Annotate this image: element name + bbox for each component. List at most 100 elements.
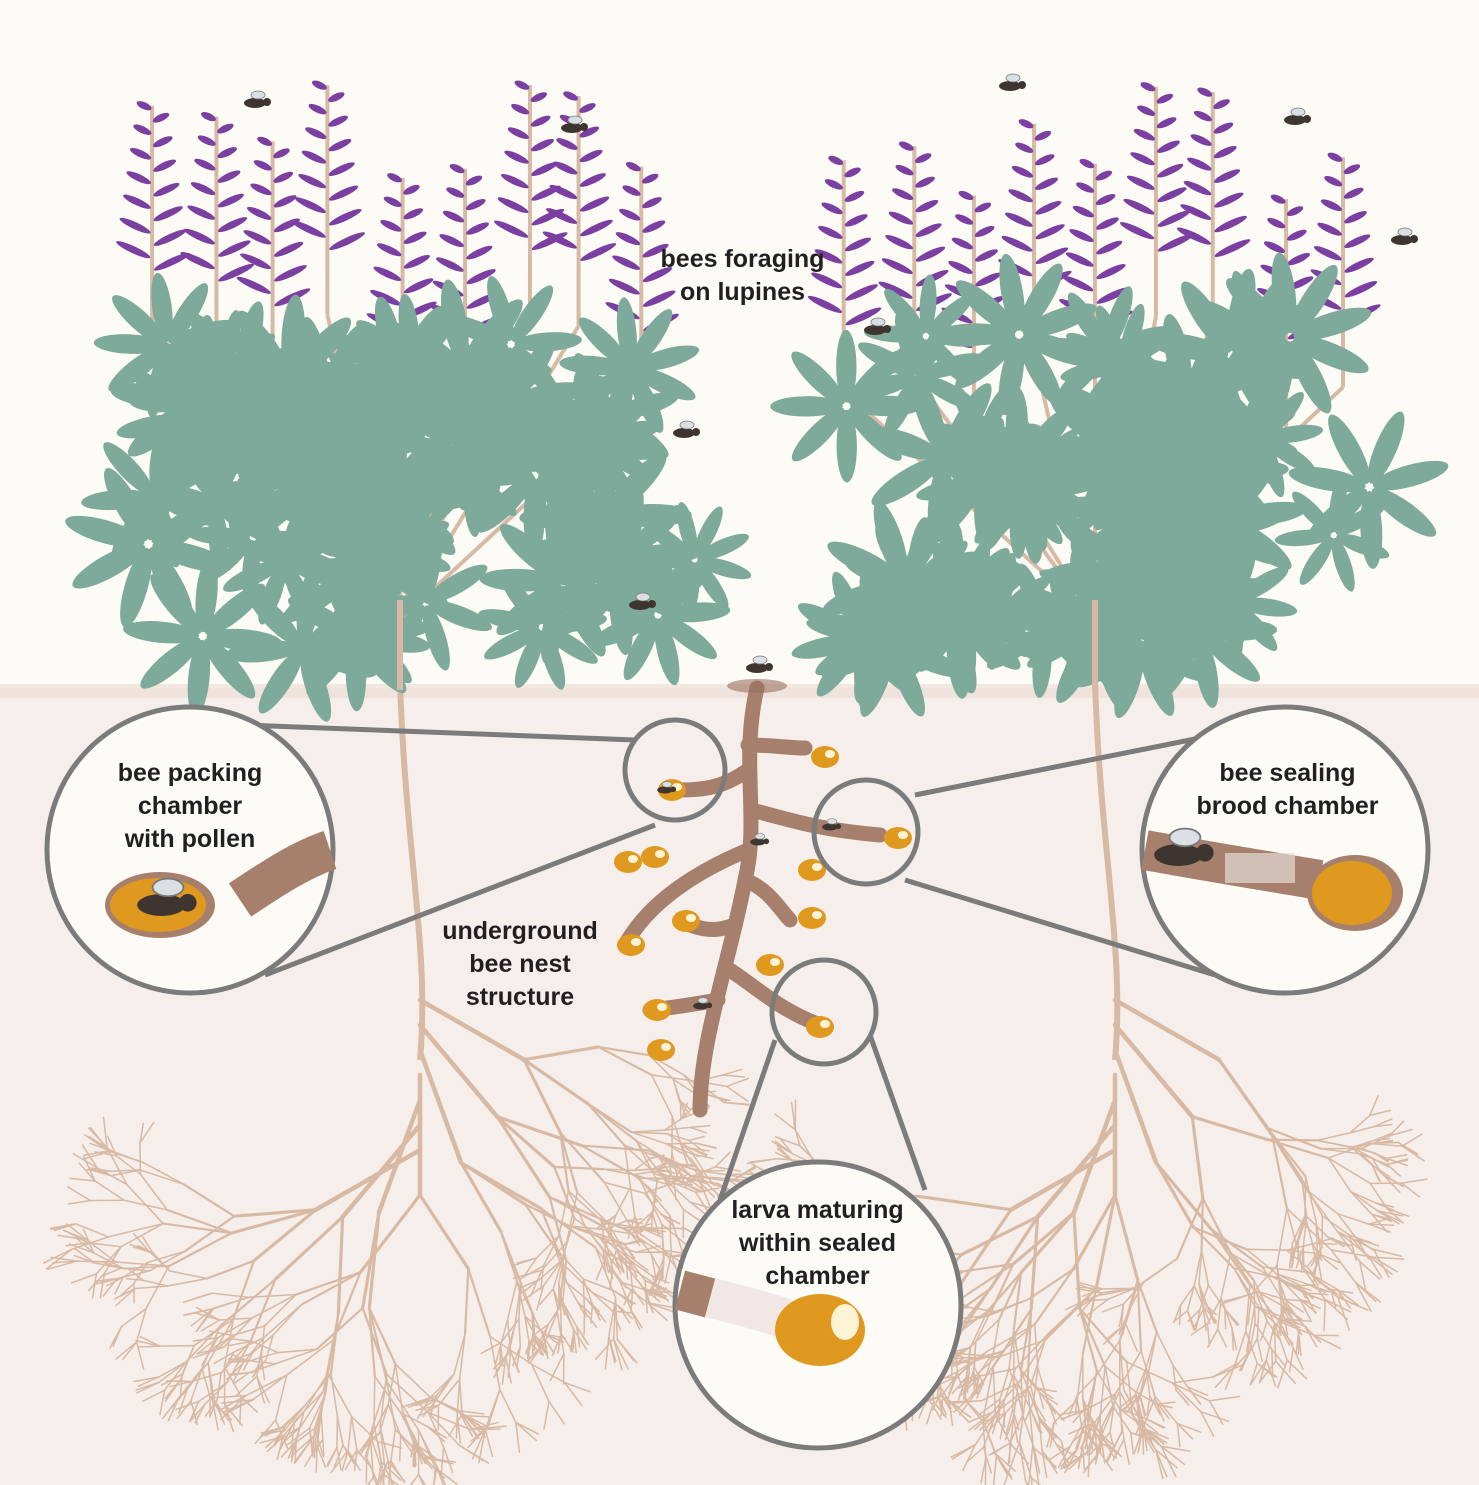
flower <box>153 159 177 172</box>
flower <box>828 155 844 166</box>
flower <box>500 173 529 189</box>
taproot <box>397 679 426 1061</box>
flower <box>152 136 173 148</box>
flower <box>465 175 483 186</box>
flower <box>1035 224 1065 240</box>
flower <box>373 266 402 281</box>
flower <box>1072 205 1094 218</box>
leaf <box>770 329 923 483</box>
flower <box>615 232 641 246</box>
leaf <box>314 333 433 451</box>
flower <box>1035 200 1062 215</box>
flower <box>153 252 190 271</box>
flower <box>514 80 530 90</box>
flower <box>1011 165 1034 178</box>
flower <box>1079 158 1095 169</box>
flower <box>387 173 402 183</box>
flower <box>1123 198 1155 215</box>
flower <box>329 232 366 251</box>
lupine-plant-icon <box>65 80 752 722</box>
brood-cell <box>641 846 669 868</box>
flower <box>1015 142 1034 153</box>
flower <box>1183 180 1212 196</box>
bee-icon <box>137 877 197 916</box>
flower <box>530 92 548 103</box>
connector-line <box>914 732 1216 798</box>
flower <box>403 184 420 195</box>
flower <box>380 219 402 232</box>
label-sealing-chamber: bee sealing brood chamber <box>1196 759 1379 820</box>
flower <box>1344 257 1374 273</box>
bee-icon <box>746 655 773 673</box>
leaf <box>1037 286 1173 422</box>
flower <box>436 257 464 272</box>
flower <box>273 171 294 183</box>
inset-tunnel <box>228 831 337 917</box>
flower <box>217 193 244 208</box>
flower <box>190 182 216 196</box>
flower <box>494 220 529 238</box>
flower <box>895 164 914 176</box>
flower <box>217 170 241 183</box>
flower <box>1187 157 1212 171</box>
flower <box>403 208 424 220</box>
flower <box>136 101 152 111</box>
flower <box>549 184 578 200</box>
flower <box>243 230 272 245</box>
flower <box>612 255 640 270</box>
leaf <box>1058 423 1232 598</box>
lupine-plant-icon <box>770 82 1449 719</box>
leaf <box>1201 377 1324 498</box>
flower <box>253 160 272 171</box>
flower <box>1327 152 1343 162</box>
flower <box>844 237 872 252</box>
bee-icon <box>673 420 700 438</box>
flower <box>1180 204 1212 220</box>
flower <box>881 258 913 274</box>
leaf <box>274 499 434 659</box>
flower <box>465 199 486 211</box>
flower <box>152 112 170 123</box>
flower <box>580 219 613 237</box>
seal-material <box>1225 853 1295 883</box>
flower <box>608 278 640 295</box>
flower <box>376 243 402 257</box>
flower <box>824 179 843 190</box>
flower <box>250 183 272 196</box>
flower <box>1213 145 1237 159</box>
flower <box>217 147 237 159</box>
flower <box>958 190 974 201</box>
flower <box>291 220 326 238</box>
flower <box>1156 117 1177 129</box>
taproot <box>1092 679 1121 1061</box>
flower <box>1157 210 1191 227</box>
flower <box>552 161 578 175</box>
flower <box>642 220 666 233</box>
flower <box>1156 93 1174 104</box>
brood-cell <box>672 910 700 932</box>
brood-cell <box>1312 861 1392 925</box>
flower <box>274 265 307 282</box>
flower <box>1214 239 1251 258</box>
label-packing-chamber: bee packing chamber with pollen <box>117 759 263 853</box>
flower <box>236 276 271 294</box>
bee-icon <box>1284 107 1311 125</box>
flower <box>1193 110 1212 122</box>
brood-cell <box>643 999 671 1021</box>
small-magnifier <box>622 717 728 823</box>
flower <box>308 103 327 115</box>
flower <box>1157 163 1184 178</box>
flower <box>446 187 465 198</box>
flower <box>951 237 973 250</box>
flower <box>504 150 529 164</box>
flower <box>1344 281 1378 298</box>
tunnel <box>737 872 798 928</box>
brood-cell <box>884 827 912 849</box>
connector-line <box>264 822 656 978</box>
flower <box>294 197 326 213</box>
flower <box>1313 246 1342 261</box>
flower <box>1190 134 1212 146</box>
flower <box>642 197 662 209</box>
